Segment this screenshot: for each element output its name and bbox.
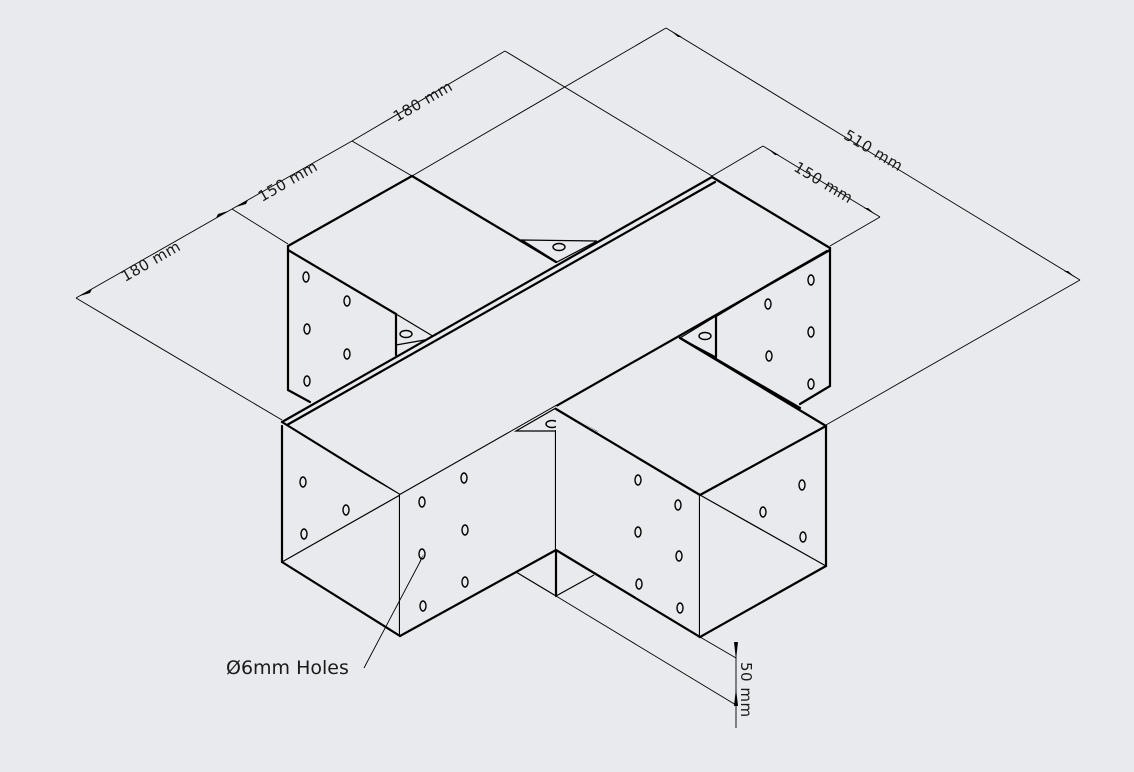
front-right-side — [554, 406, 702, 639]
upper-left-arm-holes — [302, 271, 351, 387]
top-gusset — [519, 239, 598, 263]
holes-callout: Ø6mm Holes — [226, 657, 349, 679]
dimension-lines — [75, 27, 1081, 728]
upper-right-arm-holes — [764, 274, 815, 390]
dim-height: 50 mm — [737, 662, 755, 718]
holes-leader — [363, 554, 424, 669]
lower-right-arm — [678, 336, 828, 639]
upper-left-arm — [286, 174, 558, 404]
